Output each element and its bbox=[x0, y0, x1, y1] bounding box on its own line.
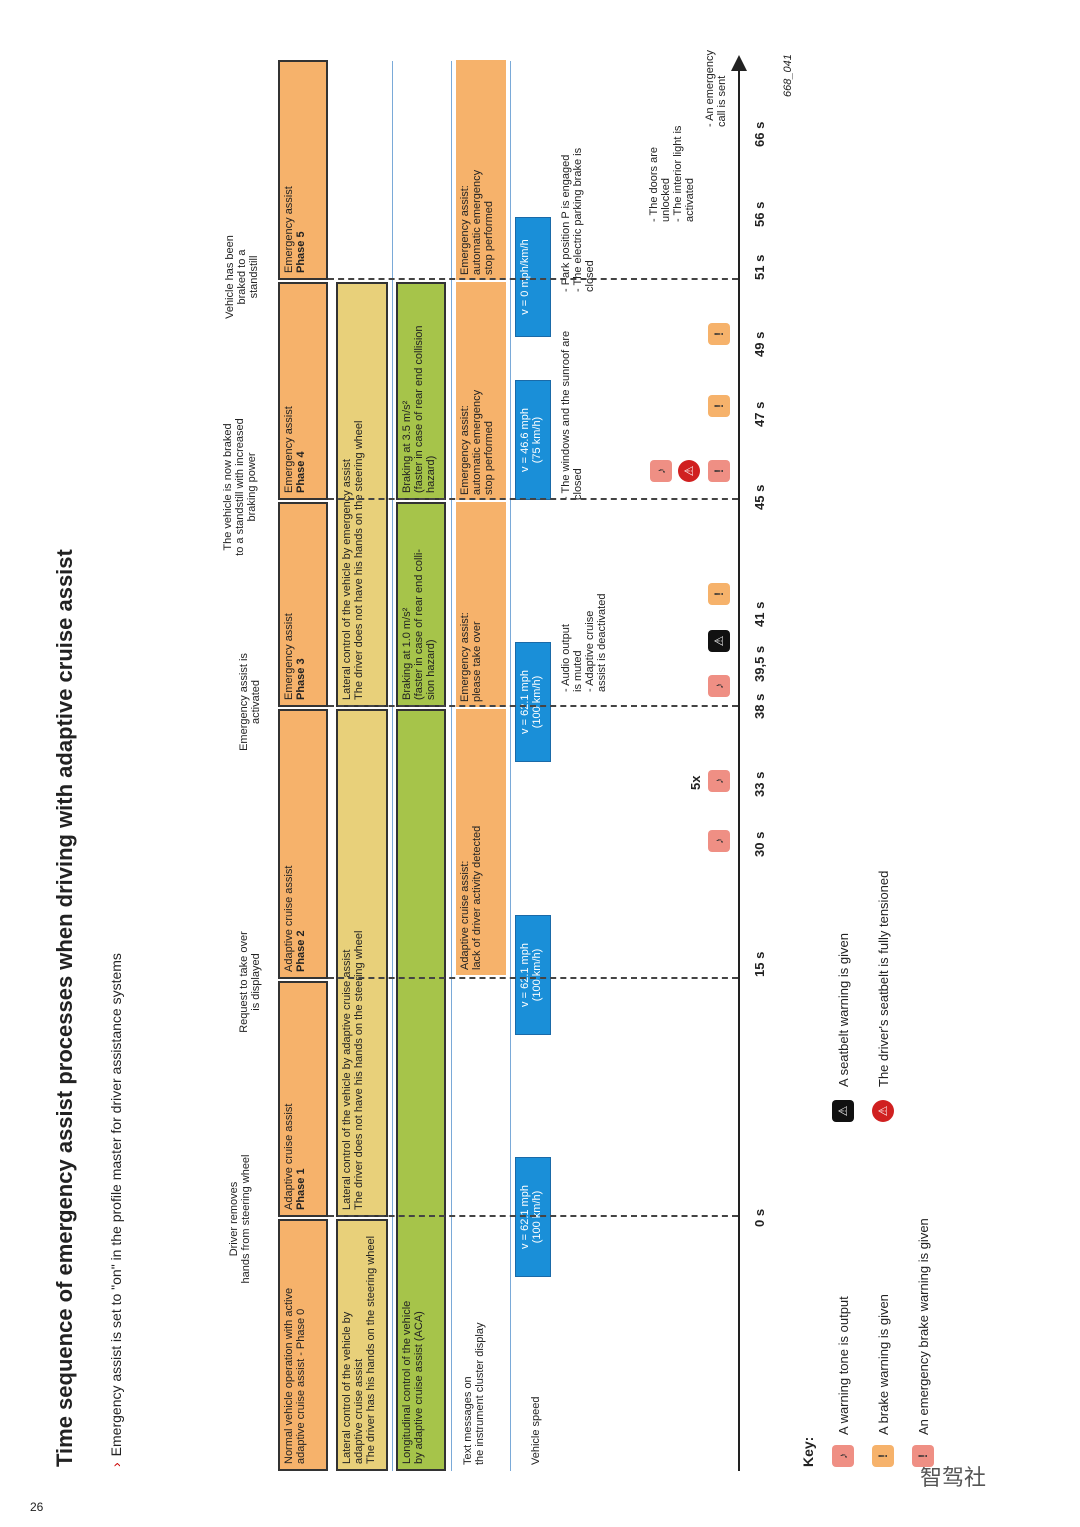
key-item-label: A seatbelt warning is given bbox=[836, 933, 851, 1087]
warning-tone-icon: ♪ bbox=[708, 675, 730, 697]
longitudinal-1-box: Braking at 1.0 m/s² (faster in case of r… bbox=[396, 502, 446, 707]
seatbelt-tensioned-icon: ⚠ bbox=[678, 460, 700, 482]
tick-41s: 41 s bbox=[752, 601, 767, 627]
tick-0s: 0 s bbox=[752, 1208, 767, 1227]
tick-38s: 38 s bbox=[752, 693, 767, 719]
key-item-label: The driver's seatbelt is fully tensioned bbox=[876, 870, 891, 1087]
tick-49s: 49 s bbox=[752, 331, 767, 357]
event-label-15s: Request to take over is displayed bbox=[238, 931, 262, 1033]
event-line bbox=[328, 705, 738, 707]
lateral-1-box: Lateral control of the vehicle by adapti… bbox=[336, 709, 388, 1217]
event-line bbox=[328, 977, 738, 979]
seatbelt-warning-icon: ⚠ bbox=[708, 630, 730, 652]
key-item-label: An emergency brake warning is given bbox=[916, 1218, 931, 1435]
time-axis bbox=[738, 71, 740, 1471]
row-separator bbox=[451, 61, 452, 1471]
speed-2-box: v = 62.1 mph (100 km/h) bbox=[515, 642, 551, 762]
warning-tone-icon: ♪ bbox=[832, 1445, 854, 1467]
speed-4-box: v = 0 mph/km/h bbox=[515, 217, 551, 337]
tick-15s: 15 s bbox=[752, 951, 767, 977]
tick-51s: 51 s bbox=[752, 254, 767, 280]
longitudinal-2-box: Braking at 3.5 m/s² (faster in case of r… bbox=[396, 282, 446, 500]
warning-tone-icon: ♪ bbox=[708, 830, 730, 852]
tick-33s: 33 s bbox=[752, 771, 767, 797]
emergency-brake-warning-icon: ! bbox=[708, 460, 730, 482]
text-msg-2-box: Emergency assist: please take over bbox=[456, 502, 506, 707]
page-number: 26 bbox=[30, 1500, 44, 1514]
figure-id: 668_041 bbox=[782, 54, 794, 97]
tick-47s: 47 s bbox=[752, 401, 767, 427]
watermark: 智驾社 bbox=[920, 1465, 987, 1490]
key-title: Key: bbox=[800, 1436, 816, 1467]
speed-3-box: v = 46.6 mph (75 km/h) bbox=[515, 380, 551, 500]
warning-tone-icon: ♪ bbox=[650, 460, 672, 482]
row-separator bbox=[392, 61, 393, 1471]
text-msg-1-box: Adaptive cruise assist: lack of driver a… bbox=[456, 709, 506, 975]
note-emergency-call: - An emergency call is sent bbox=[704, 49, 728, 127]
seatbelt-tensioned-icon: ⚠ bbox=[872, 1100, 894, 1122]
note-windows-closed: - The windows and the sunroof are closed bbox=[560, 330, 584, 500]
phase-0-box: Normal vehicle operation with active ada… bbox=[278, 1219, 328, 1471]
tick-39-5s: 39,5 s bbox=[752, 645, 767, 682]
row-separator bbox=[510, 61, 511, 1471]
emergency-brake-warning-icon: ! bbox=[912, 1445, 934, 1467]
page-subtitle: ›Emergency assist is set to "on" in the … bbox=[108, 953, 124, 1467]
event-line bbox=[328, 1215, 738, 1217]
text-messages-label: Text messages on the instrument cluster … bbox=[462, 1322, 486, 1465]
page-title: Time sequence of emergency assist proces… bbox=[52, 549, 77, 1467]
note-audio-muted: - Audio output is muted - Adaptive cruis… bbox=[560, 593, 608, 692]
longitudinal-0-box: Longitudinal control of the vehicle by a… bbox=[396, 709, 446, 1471]
event-label-0s: Driver removes hands from steering wheel bbox=[228, 1154, 252, 1284]
vehicle-speed-label: Vehicle speed bbox=[530, 1396, 542, 1466]
key-item-label: A warning tone is output bbox=[836, 1296, 851, 1435]
event-line bbox=[328, 278, 738, 280]
event-label-38s: Emergency assist is activated bbox=[238, 653, 262, 751]
speed-1-box: v = 62.1 mph (100 km/h) bbox=[515, 915, 551, 1035]
event-label-51s: Vehicle has been braked to a standstill bbox=[224, 235, 260, 319]
brake-warning-icon: ! bbox=[872, 1445, 894, 1467]
lateral-0-box: Lateral control of the vehicle by adapti… bbox=[336, 1219, 388, 1471]
lateral-2-box: Lateral control of the vehicle by emerge… bbox=[336, 282, 388, 707]
repeat-count: 5x bbox=[688, 775, 703, 790]
text-msg-3-box: Emergency assist: automatic emergency st… bbox=[456, 282, 506, 500]
brake-warning-icon: ! bbox=[708, 395, 730, 417]
brake-warning-icon: ! bbox=[708, 323, 730, 345]
text-msg-4-box: Emergency assist: automatic emergency st… bbox=[456, 60, 506, 280]
tick-56s: 56 s bbox=[752, 201, 767, 227]
axis-arrow-icon bbox=[731, 55, 747, 71]
tick-30s: 30 s bbox=[752, 831, 767, 857]
tick-45s: 45 s bbox=[752, 484, 767, 510]
brake-warning-icon: ! bbox=[708, 583, 730, 605]
event-label-45s: The vehicle is now braked to a standstil… bbox=[222, 418, 258, 556]
event-line bbox=[328, 498, 738, 500]
tick-66s: 66 s bbox=[752, 121, 767, 147]
seatbelt-warning-icon: ⚠ bbox=[832, 1100, 854, 1122]
key-item-label: A brake warning is given bbox=[876, 1294, 891, 1435]
warning-tone-icon: ♪ bbox=[708, 770, 730, 792]
note-doors-unlocked: - The doors are unlocked - The interior … bbox=[648, 125, 696, 222]
speed-0-box: v = 62.1 mph (100 km/h) bbox=[515, 1157, 551, 1277]
note-park-position: - Park position P is engaged - The elect… bbox=[560, 147, 596, 292]
